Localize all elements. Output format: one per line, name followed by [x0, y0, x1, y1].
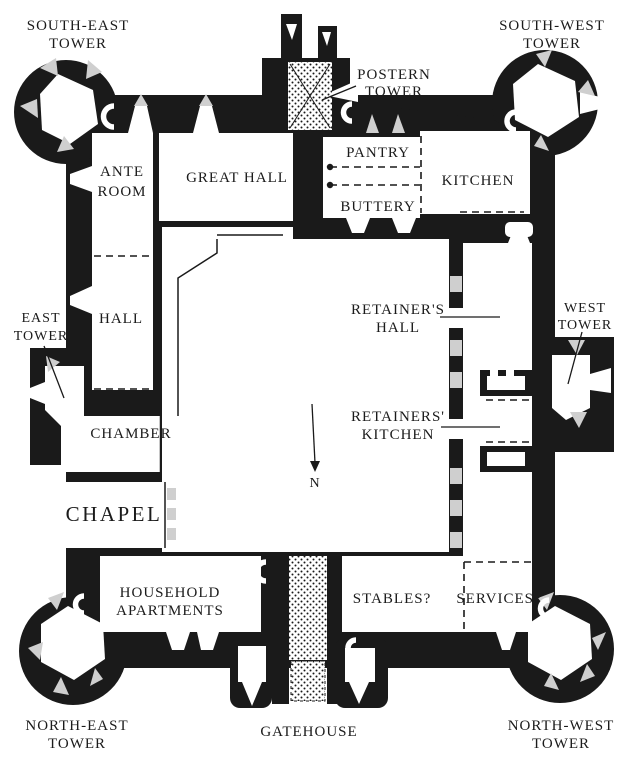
label-south-east-tower: SOUTH-EAST: [27, 18, 130, 34]
chapel-room: [60, 482, 167, 548]
rooms: [40, 24, 611, 706]
wall-embrasures: [30, 92, 600, 650]
label-gatehouse: GATEHOUSE: [260, 724, 357, 740]
label-services: SERVICES?: [456, 591, 541, 607]
label-retainers-hall-2: HALL: [376, 320, 420, 336]
label-west-tower-2: TOWER: [558, 318, 613, 333]
label-north-west-tower: NORTH-WEST: [508, 718, 615, 734]
south-west-tower-interior: [513, 64, 579, 137]
chamber-room: [61, 416, 160, 472]
label-chapel: CHAPEL: [66, 502, 163, 526]
labels: SOUTH-EAST TOWER SOUTH-WEST TOWER POSTER…: [14, 18, 615, 752]
dashed-walls: [94, 136, 532, 630]
label-ante-room-2: ROOM: [97, 184, 146, 200]
east-tower-interior: [45, 366, 84, 427]
label-east-tower-2: TOWER: [14, 329, 69, 344]
label-pantry: PANTRY: [346, 145, 410, 161]
label-retainers-kitchen: RETAINERS': [351, 409, 445, 425]
south-east-tower-interior: [40, 74, 98, 144]
retainers-range: [463, 243, 532, 556]
north-label: N: [309, 476, 320, 491]
gatehouse-approach: [290, 660, 326, 702]
spiral-stairs: [72, 101, 550, 659]
label-south-east-tower-2: TOWER: [49, 36, 107, 52]
household-apartments-room: [100, 556, 261, 632]
label-north-east-tower: NORTH-EAST: [25, 718, 128, 734]
great-hall-room: [159, 133, 293, 221]
label-retainers-hall: RETAINER'S: [351, 302, 445, 318]
label-household-apartments-2: APARTMENTS: [116, 603, 224, 619]
gatehouse-passage: [289, 556, 327, 660]
label-east-tower: EAST: [22, 311, 61, 326]
label-south-west-tower-2: TOWER: [523, 36, 581, 52]
west-tower-interior: [552, 355, 590, 420]
label-stables: STABLES?: [353, 591, 431, 607]
north-west-tower-interior: [528, 606, 592, 680]
leader-lines: [43, 85, 583, 428]
label-household-apartments: HOUSEHOLD: [120, 585, 221, 601]
arcade-pier: [449, 248, 463, 556]
label-ante-room: ANTE: [100, 164, 144, 180]
passages: [288, 62, 332, 702]
partitions: [159, 234, 283, 548]
courtyard: [162, 227, 449, 552]
tower-loops: [20, 50, 606, 695]
label-chamber: CHAMBER: [90, 426, 171, 442]
ante-room-hall-range: [92, 133, 153, 390]
stables-services-range: [342, 556, 532, 632]
pantry-buttery-kitchen-range: [323, 131, 530, 218]
label-buttery: BUTTERY: [340, 199, 415, 215]
label-south-west-tower: SOUTH-WEST: [499, 18, 605, 34]
north-east-tower-interior: [41, 606, 105, 680]
label-hall: HALL: [99, 311, 143, 327]
label-west-tower: WEST: [564, 301, 606, 316]
label-postern-tower: POSTERN: [357, 67, 431, 83]
label-great-hall: GREAT HALL: [186, 170, 288, 186]
label-retainers-kitchen-2: KITCHEN: [362, 427, 435, 443]
label-north-west-tower-2: TOWER: [532, 736, 590, 752]
label-postern-tower-2: TOWER: [365, 84, 423, 100]
fireplaces: [480, 370, 532, 472]
label-kitchen: KITCHEN: [442, 173, 515, 189]
north-arrow: N: [309, 403, 320, 491]
label-north-east-tower-2: TOWER: [48, 736, 106, 752]
